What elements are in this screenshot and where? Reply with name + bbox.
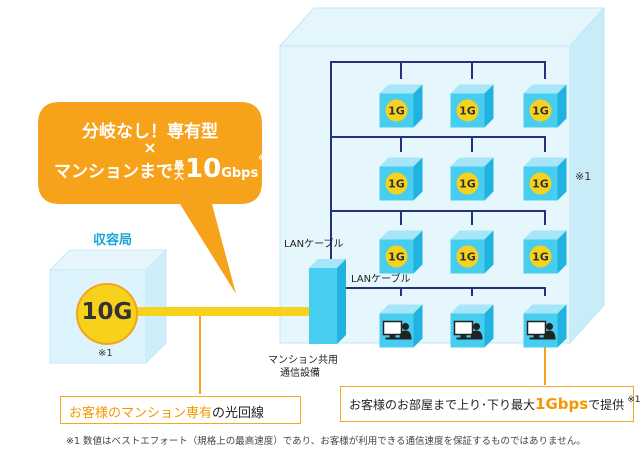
unit-cube-r3-c1: 1G [379, 230, 423, 274]
room-speed-suffix: で提供 [588, 398, 625, 412]
unit-speed-label: 1G [532, 251, 549, 264]
unit-speed-label: 1G [459, 251, 476, 264]
unit-speed-badge [456, 99, 479, 122]
dedicated-fiber-text: お客様のマンション専有の光回線 [69, 402, 264, 421]
fiber-line [130, 307, 312, 316]
station-note: ※1 [98, 348, 113, 359]
unit-speed-label: 1G [388, 178, 405, 191]
unit-speed-label: 1G [459, 178, 476, 191]
dedicated-fiber-highlight: お客様のマンション専有 [69, 406, 213, 421]
equipment-label-2: 通信設備 [280, 368, 320, 379]
unit-cube-r3-c3: 1G [523, 230, 567, 274]
unit-speed-badge [529, 245, 552, 268]
lan-cable-label-1: LANケーブル [284, 239, 344, 250]
unit-speed-badge [529, 172, 552, 195]
room-cube-2 [450, 304, 494, 348]
pc-user-icon [453, 320, 483, 340]
lan-cable-label-2: LANケーブル [351, 274, 411, 285]
bubble-note: ※1 [258, 154, 274, 164]
bubble-max-speed: 10 [185, 154, 222, 184]
room-speed-prefix: お客様のお部屋まで上り･下り最大 [349, 398, 536, 412]
unit-cube-r1-c1: 1G [379, 84, 423, 128]
room-cube-1 [379, 304, 423, 348]
unit-cube-r3-c2: 1G [450, 230, 494, 274]
unit-speed-label: 1G [459, 105, 476, 118]
equipment-label-1: マンション共用 [268, 355, 338, 366]
room-speed-note: ※1 [627, 395, 640, 405]
bubble-line-2: マンションまで最大10Gbps ※1 [54, 154, 273, 184]
building-note: ※1 [575, 170, 592, 183]
unit-cube-r1-c2: 1G [450, 84, 494, 128]
dedicated-fiber-rest: の光回線 [212, 406, 265, 421]
room-speed-text: お客様のお部屋まで上り･下り最大1Gbpsで提供※1 [349, 395, 640, 413]
unit-speed-label: 1G [532, 178, 549, 191]
room-cube-3 [523, 304, 567, 348]
speech-bubble [38, 102, 262, 294]
bubble-max-label: 最大 [174, 161, 184, 182]
speed-callout-line [544, 345, 546, 385]
unit-speed-badge [385, 245, 408, 268]
unit-speed-label: 1G [532, 105, 549, 118]
station-speed: 10G [81, 299, 133, 325]
unit-speed-badge [456, 245, 479, 268]
footnote: ※1 数値はベストエフォート（規格上の最高速度）であり、お客様が利用できる通信速… [66, 436, 586, 447]
dedicated-fiber-box: お客様のマンション専有の光回線 [60, 396, 301, 424]
lan-wiring [330, 61, 546, 296]
room-speed-box: お客様のお部屋まで上り･下り最大1Gbpsで提供※1 [340, 386, 640, 422]
pc-user-icon [526, 320, 556, 340]
unit-speed-badge [529, 99, 552, 122]
unit-cube-r2-c2: 1G [450, 157, 494, 201]
unit-speed-label: 1G [388, 251, 405, 264]
unit-cube-r2-c1: 1G [379, 157, 423, 201]
station-label: 収容局 [93, 233, 133, 248]
pc-user-icon [382, 320, 412, 340]
unit-speed-label: 1G [388, 105, 405, 118]
unit-cube-r2-c3: 1G [523, 157, 567, 201]
unit-cube-r1-c3: 1G [523, 84, 567, 128]
shared-equipment-tower [309, 259, 346, 344]
unit-speed-badge [385, 172, 408, 195]
bubble-cross: × [143, 138, 157, 157]
bubble-line-1: 分岐なし！専有型 [82, 122, 218, 142]
unit-speed-badge [385, 99, 408, 122]
station-10g-circle [76, 283, 138, 345]
bubble-line-2-prefix: マンションまで [54, 162, 173, 182]
fiber-callout-line [199, 316, 201, 394]
unit-speed-badge [456, 172, 479, 195]
bubble-unit: Gbps [221, 166, 259, 181]
room-speed-value: 1Gbps [535, 395, 589, 413]
